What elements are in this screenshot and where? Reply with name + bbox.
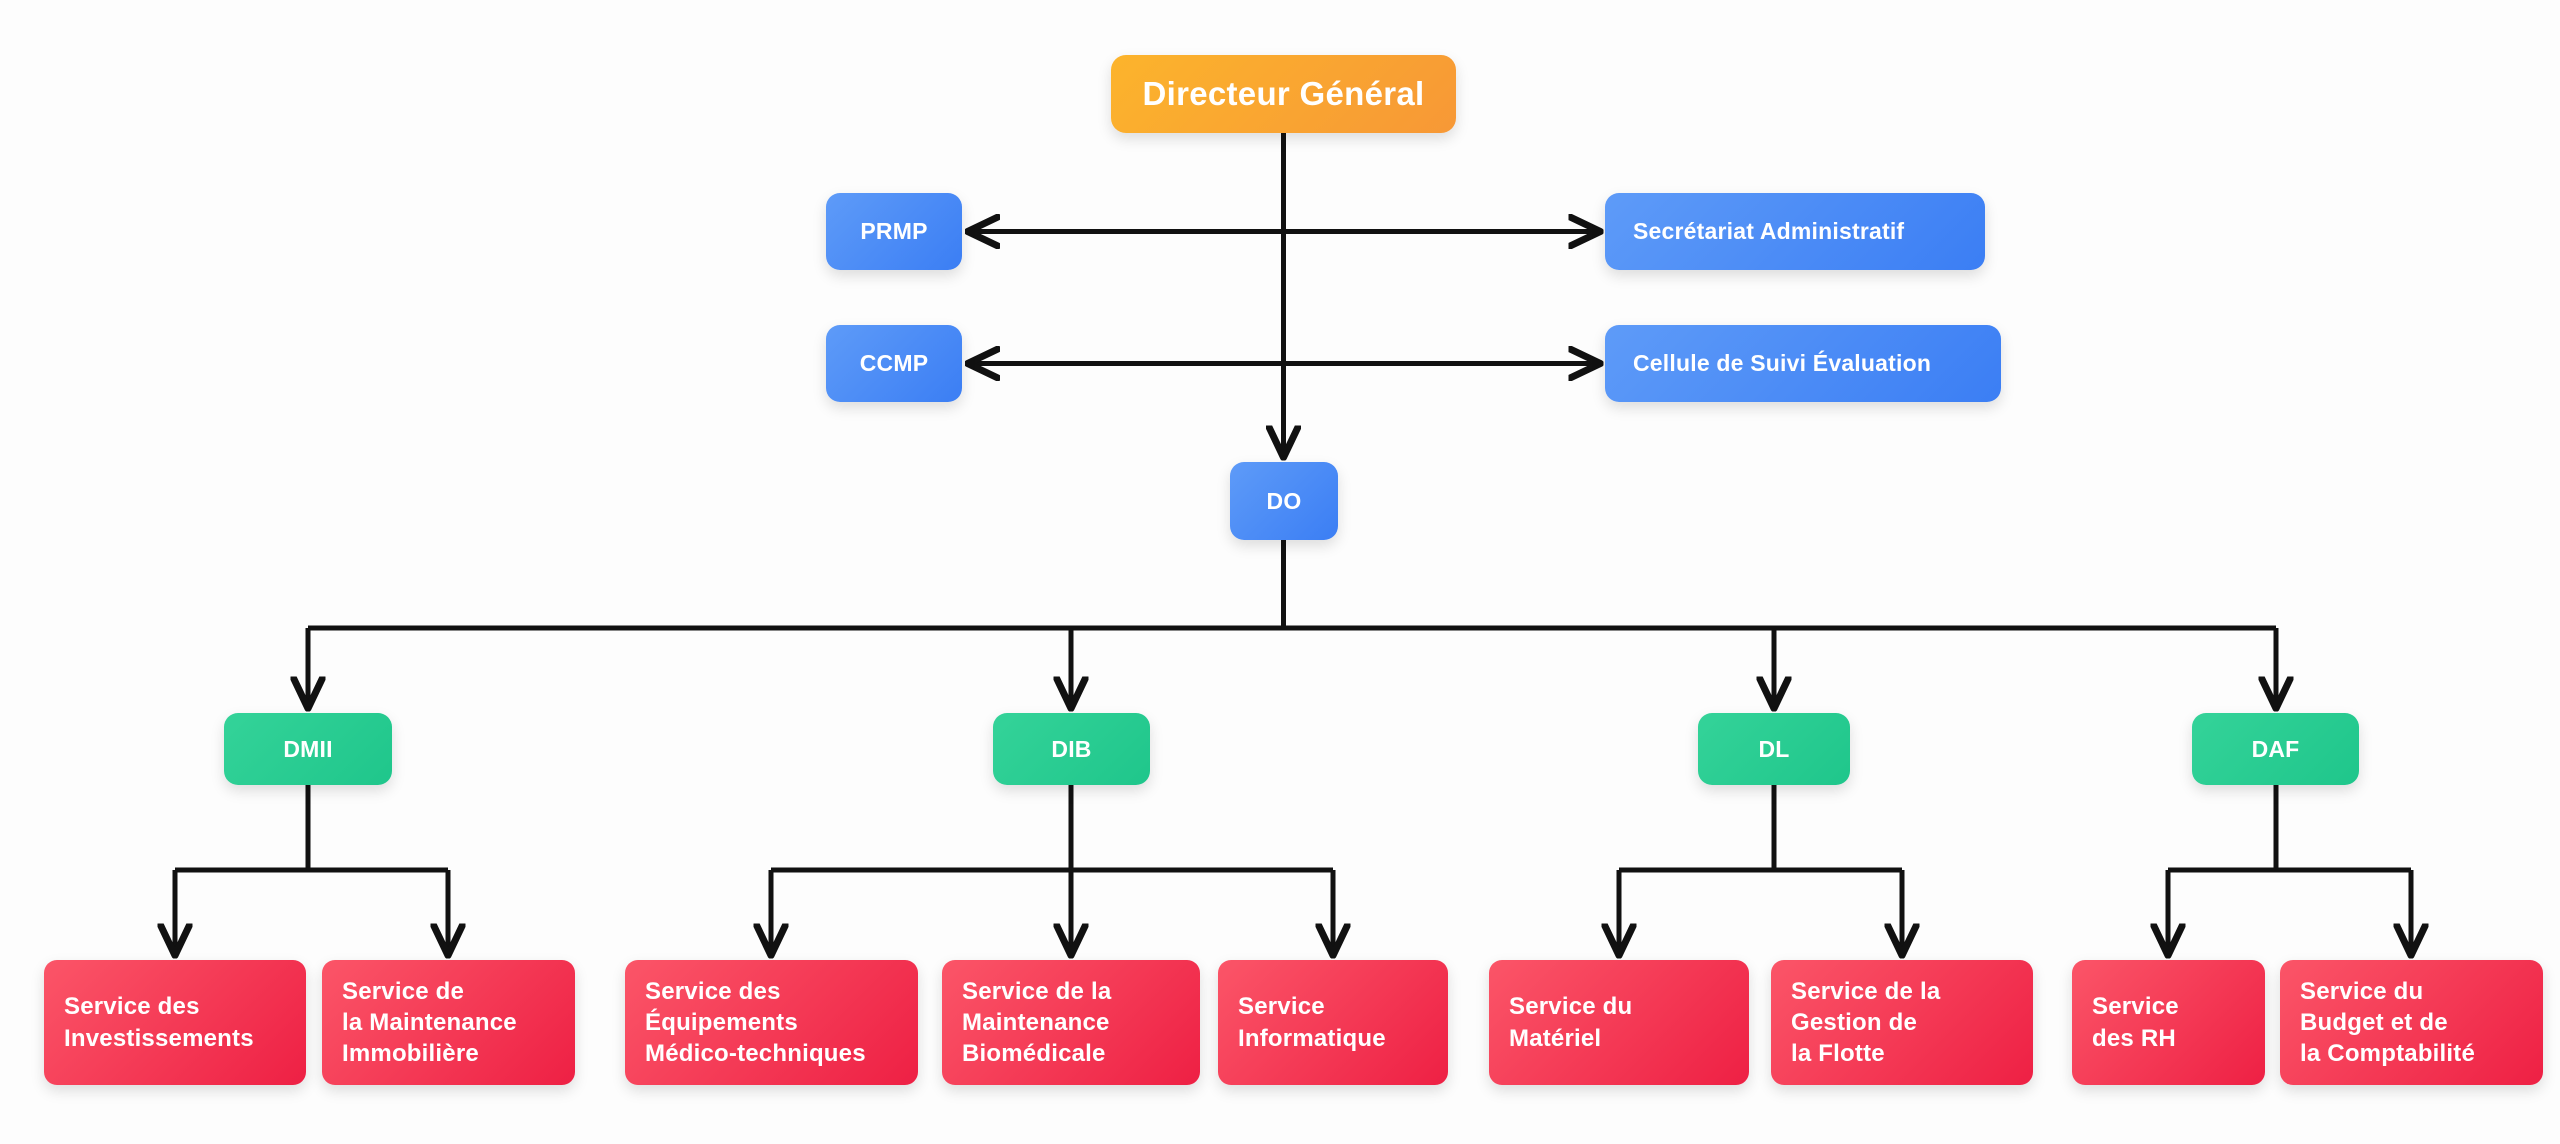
node-label: CCMP	[859, 350, 929, 377]
node-label: PRMP	[860, 218, 928, 245]
node-service-de-la-gestion-de-la-flotte[interactable]: Service de la Gestion de la Flotte	[1771, 960, 2033, 1085]
node-label: Service du Matériel	[1509, 993, 1633, 1052]
node-service-de-la-maintenance-immobiliere[interactable]: Service de la Maintenance Immobilière	[322, 960, 575, 1085]
node-secretariat-administratif[interactable]: Secrétariat Administratif	[1605, 193, 1985, 270]
node-label: Service du Budget et de la Comptabilité	[2300, 977, 2476, 1068]
node-label: DL	[1758, 735, 1790, 762]
node-dmii[interactable]: DMII	[224, 713, 392, 785]
node-label: Cellule de Suivi Évaluation	[1633, 350, 1932, 377]
node-prmp[interactable]: PRMP	[826, 193, 962, 270]
node-label: Service Informatique	[1238, 993, 1386, 1052]
node-label: Service de la Maintenance Biomédicale	[962, 977, 1112, 1068]
node-service-des-equipements-medico-techniques[interactable]: Service des Équipements Médico-technique…	[625, 960, 918, 1085]
node-label: DAF	[2251, 735, 2300, 762]
node-label: DMII	[283, 735, 333, 762]
node-label: Service des Investissements	[64, 993, 254, 1052]
node-ccmp[interactable]: CCMP	[826, 325, 962, 402]
node-do[interactable]: DO	[1230, 462, 1338, 540]
node-cellule-de-suivi-evaluation[interactable]: Cellule de Suivi Évaluation	[1605, 325, 2001, 402]
node-service-des-investissements[interactable]: Service des Investissements	[44, 960, 306, 1085]
node-dib[interactable]: DIB	[993, 713, 1150, 785]
node-label: Directeur Général	[1142, 75, 1425, 113]
node-service-de-la-maintenance-biomedicale[interactable]: Service de la Maintenance Biomédicale	[942, 960, 1200, 1085]
node-daf[interactable]: DAF	[2192, 713, 2359, 785]
node-label: DIB	[1051, 735, 1092, 762]
node-service-informatique[interactable]: Service Informatique	[1218, 960, 1448, 1085]
node-label: Secrétariat Administratif	[1633, 218, 1905, 245]
node-label: Service de la Maintenance Immobilière	[342, 977, 517, 1068]
node-service-du-budget-et-de-la-comptabilite[interactable]: Service du Budget et de la Comptabilité	[2280, 960, 2543, 1085]
node-directeur-general[interactable]: Directeur Général	[1111, 55, 1456, 133]
node-label: Service des RH	[2092, 993, 2179, 1052]
node-dl[interactable]: DL	[1698, 713, 1850, 785]
node-service-des-rh[interactable]: Service des RH	[2072, 960, 2265, 1085]
node-label: DO	[1266, 487, 1302, 514]
node-label: Service de la Gestion de la Flotte	[1791, 977, 1941, 1068]
node-label: Service des Équipements Médico-technique…	[645, 977, 866, 1068]
node-service-du-materiel[interactable]: Service du Matériel	[1489, 960, 1749, 1085]
